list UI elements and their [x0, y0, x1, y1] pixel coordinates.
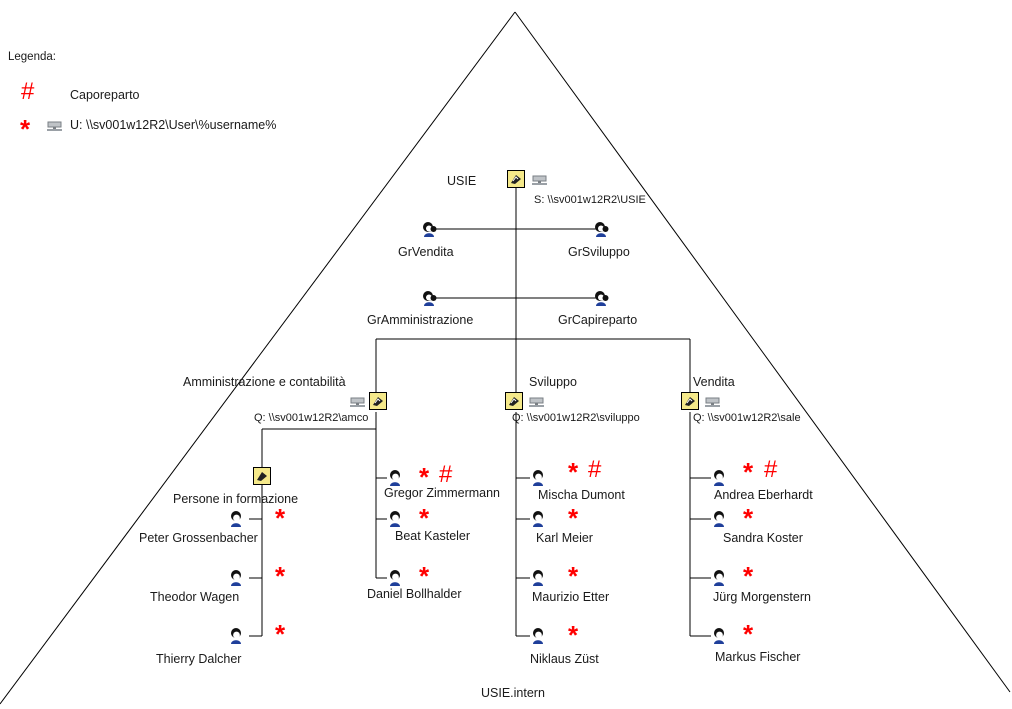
- domain-label: USIE.intern: [481, 686, 545, 700]
- dept-label-amco: Amministrazione e contabilità: [183, 375, 346, 389]
- head-marker: #: [439, 461, 453, 488]
- legend-home-label: U: \\sv001w12R2\User\%username%: [70, 118, 277, 132]
- member-name: Beat Kasteler: [395, 529, 471, 543]
- user-icon: [529, 469, 547, 487]
- user-icon: [710, 627, 728, 645]
- user-icon: [529, 627, 547, 645]
- drive-icon: [348, 393, 366, 411]
- member-name: Theodor Wagen: [150, 590, 240, 604]
- member-name: Gregor Zimmermann: [384, 486, 500, 500]
- user-icon: [529, 569, 547, 587]
- dept-share-vendita: Q: \\sv001w12R2\sale: [693, 412, 801, 424]
- user-icon: [529, 510, 547, 528]
- user-icon: [386, 510, 404, 528]
- home-marker: *: [568, 457, 579, 487]
- user-icon: [710, 469, 728, 487]
- home-marker: *: [743, 457, 754, 487]
- user-icon: [386, 569, 404, 587]
- home-marker: *: [275, 561, 286, 591]
- home-marker: *: [743, 503, 754, 533]
- head-marker: #: [21, 78, 35, 105]
- user-icon: [710, 510, 728, 528]
- user-icon: [386, 469, 404, 487]
- home-marker: *: [275, 619, 286, 649]
- shared-folder-icon: [507, 170, 525, 188]
- user-icon: [227, 510, 245, 528]
- legend-head-label: Caporeparto: [70, 88, 140, 102]
- group-icon: [421, 289, 439, 307]
- dept-share-sviluppo: Q: \\sv001w12R2\sviluppo: [512, 412, 640, 424]
- member-name: Niklaus Züst: [530, 652, 599, 666]
- member-name: Maurizio Etter: [532, 590, 610, 604]
- home-marker: *: [419, 503, 430, 533]
- home-marker: *: [20, 114, 31, 144]
- user-icon: [227, 569, 245, 587]
- user-icon: [710, 569, 728, 587]
- home-marker: *: [419, 561, 430, 591]
- group-label-capireparto: GrCapireparto: [558, 313, 638, 327]
- group-icon: [421, 220, 439, 238]
- group-label-sviluppo: GrSviluppo: [568, 245, 630, 259]
- member-name: Thierry Dalcher: [156, 652, 242, 666]
- home-marker: *: [419, 462, 430, 492]
- pyramid-left-edge: [0, 11, 516, 705]
- member-name: Peter Grossenbacher: [139, 531, 258, 545]
- drive-icon: [703, 393, 721, 411]
- trainees-label: Persone in formazione: [173, 492, 299, 506]
- legend-title: Legenda:: [8, 51, 56, 63]
- shared-folder-icon: [369, 392, 387, 410]
- drive-icon: [45, 117, 63, 135]
- dept-share-amco: Q: \\sv001w12R2\amco: [254, 412, 369, 424]
- head-marker: #: [588, 456, 602, 483]
- member-name: Karl Meier: [536, 531, 593, 545]
- group-label-vendita: GrVendita: [398, 245, 454, 259]
- folder-icon: [253, 467, 271, 485]
- shared-folder-icon: [505, 392, 523, 410]
- dept-label-sviluppo: Sviluppo: [529, 375, 577, 389]
- head-marker: #: [764, 456, 778, 483]
- group-icon: [593, 220, 611, 238]
- user-icon: [227, 627, 245, 645]
- member-name: Andrea Eberhardt: [714, 488, 813, 502]
- drive-icon: [530, 171, 548, 189]
- shared-folder-icon: [681, 392, 699, 410]
- member-name: Sandra Koster: [723, 531, 803, 545]
- group-icon: [593, 289, 611, 307]
- home-marker: *: [568, 503, 579, 533]
- root-label: USIE: [447, 174, 477, 188]
- member-name: Mischa Dumont: [538, 488, 625, 502]
- home-marker: *: [568, 620, 579, 650]
- home-marker: *: [743, 561, 754, 591]
- drive-icon: [527, 393, 545, 411]
- group-label-amministrazione: GrAmministrazione: [367, 313, 474, 327]
- dept-label-vendita: Vendita: [693, 375, 735, 389]
- root-share: S: \\sv001w12R2\USIE: [534, 194, 646, 206]
- member-name: Markus Fischer: [715, 650, 801, 664]
- member-name: Daniel Bollhalder: [367, 587, 462, 601]
- member-name: Jürg Morgenstern: [713, 590, 811, 604]
- home-marker: *: [275, 503, 286, 533]
- home-marker: *: [568, 561, 579, 591]
- home-marker: *: [743, 619, 754, 649]
- pyramid-right-edge: [514, 11, 1011, 693]
